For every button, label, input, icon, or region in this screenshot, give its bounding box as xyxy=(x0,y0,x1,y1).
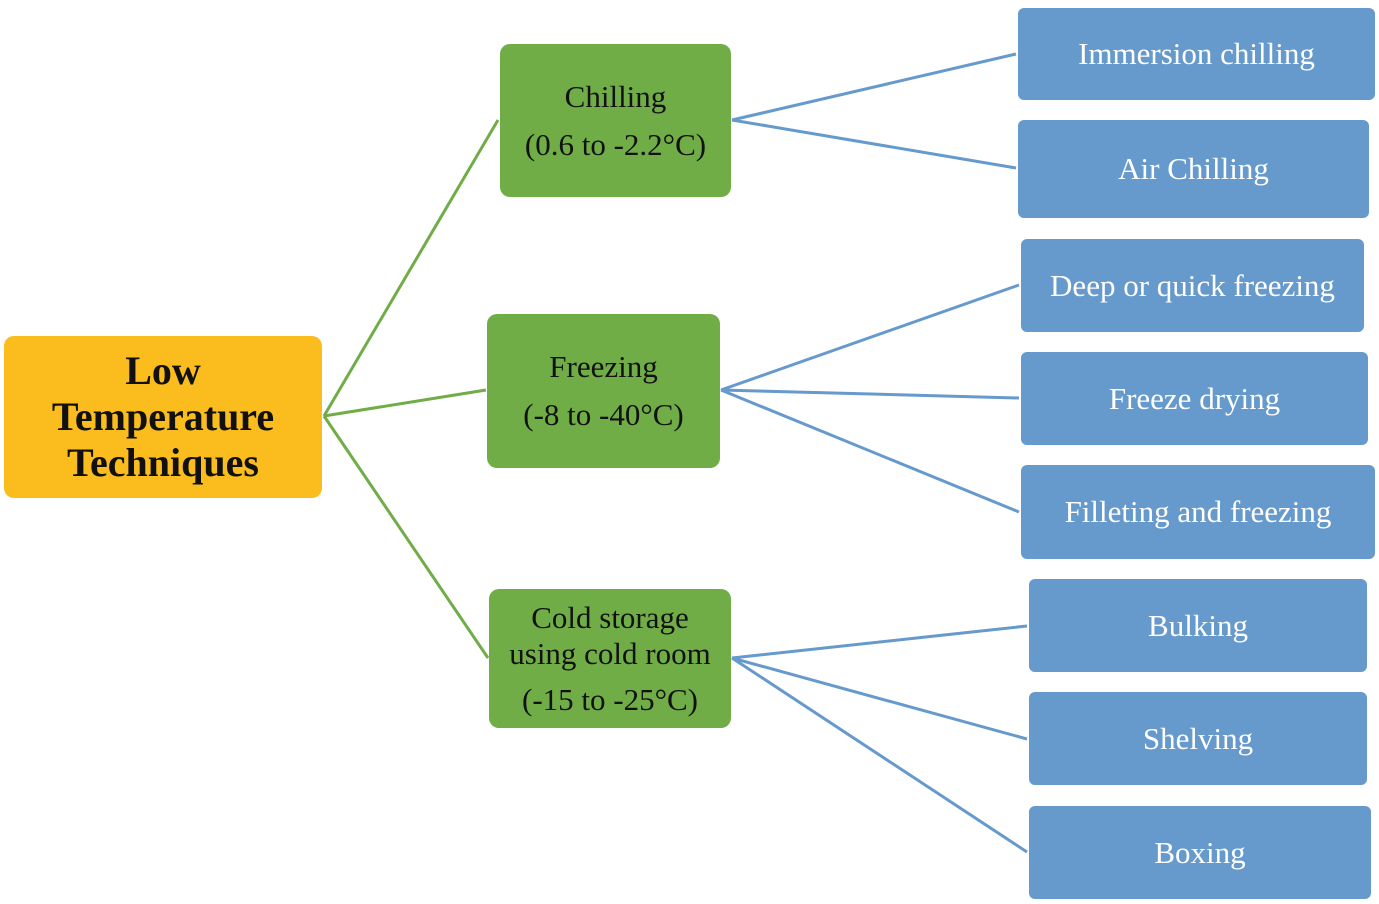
method-node-deep-or-quick-freezing: Deep or quick freezing xyxy=(1021,239,1364,332)
method-label: Air Chilling xyxy=(1118,151,1269,186)
category-node-cold-storage: Cold storage using cold room (-15 to -25… xyxy=(489,589,731,728)
connector-freezing-deep xyxy=(720,283,1020,392)
method-node-freeze-drying: Freeze drying xyxy=(1021,352,1368,445)
category-freezing-range: (-8 to -40°C) xyxy=(523,397,684,432)
category-cold-storage-range: (-15 to -25°C) xyxy=(522,681,698,717)
connector-cold-boxing xyxy=(731,656,1028,854)
connector-freezing-filleting xyxy=(720,388,1020,514)
method-label: Immersion chilling xyxy=(1078,36,1315,71)
connector-freezing-freeze-drying xyxy=(720,388,1020,400)
category-node-freezing: Freezing (-8 to -40°C) xyxy=(487,314,720,468)
connector-root-freezing xyxy=(323,388,487,418)
category-chilling-name: Chilling xyxy=(564,78,667,114)
connector-root-cold-storage xyxy=(322,415,490,659)
category-freezing-name: Freezing xyxy=(549,349,658,384)
category-node-chilling: Chilling (0.6 to -2.2°C) xyxy=(500,44,731,197)
connector-chilling-air xyxy=(731,118,1017,170)
category-chilling-range: (0.6 to -2.2°C) xyxy=(524,126,707,162)
method-label: Deep or quick freezing xyxy=(1050,267,1335,303)
method-label: Bulking xyxy=(1148,607,1248,643)
category-cold-storage-name-line-2: using cold room xyxy=(509,635,711,671)
connector-cold-shelving xyxy=(731,656,1028,741)
root-label-line-3: Techniques xyxy=(67,440,259,485)
connector-chilling-immersion xyxy=(731,52,1017,122)
connector-cold-bulking xyxy=(731,624,1028,660)
category-cold-storage-name-line-1: Cold storage xyxy=(531,599,689,635)
method-label: Freeze drying xyxy=(1108,380,1281,416)
method-label: Shelving xyxy=(1142,720,1254,756)
root-label-line-2: Temperature xyxy=(51,394,275,439)
root-node-low-temperature-techniques: Low Temperature Techniques xyxy=(4,336,322,498)
root-label-line-1: Low xyxy=(125,348,201,393)
method-node-boxing: Boxing xyxy=(1029,806,1371,899)
method-node-bulking: Bulking xyxy=(1029,579,1367,672)
method-node-filleting-and-freezing: Filleting and freezing xyxy=(1021,465,1375,559)
method-node-immersion-chilling: Immersion chilling xyxy=(1018,8,1375,100)
method-node-air-chilling: Air Chilling xyxy=(1018,120,1369,218)
method-label: Boxing xyxy=(1154,834,1246,870)
connector-root-chilling xyxy=(322,119,500,417)
method-label: Filleting and freezing xyxy=(1064,494,1332,529)
method-node-shelving: Shelving xyxy=(1029,692,1367,785)
